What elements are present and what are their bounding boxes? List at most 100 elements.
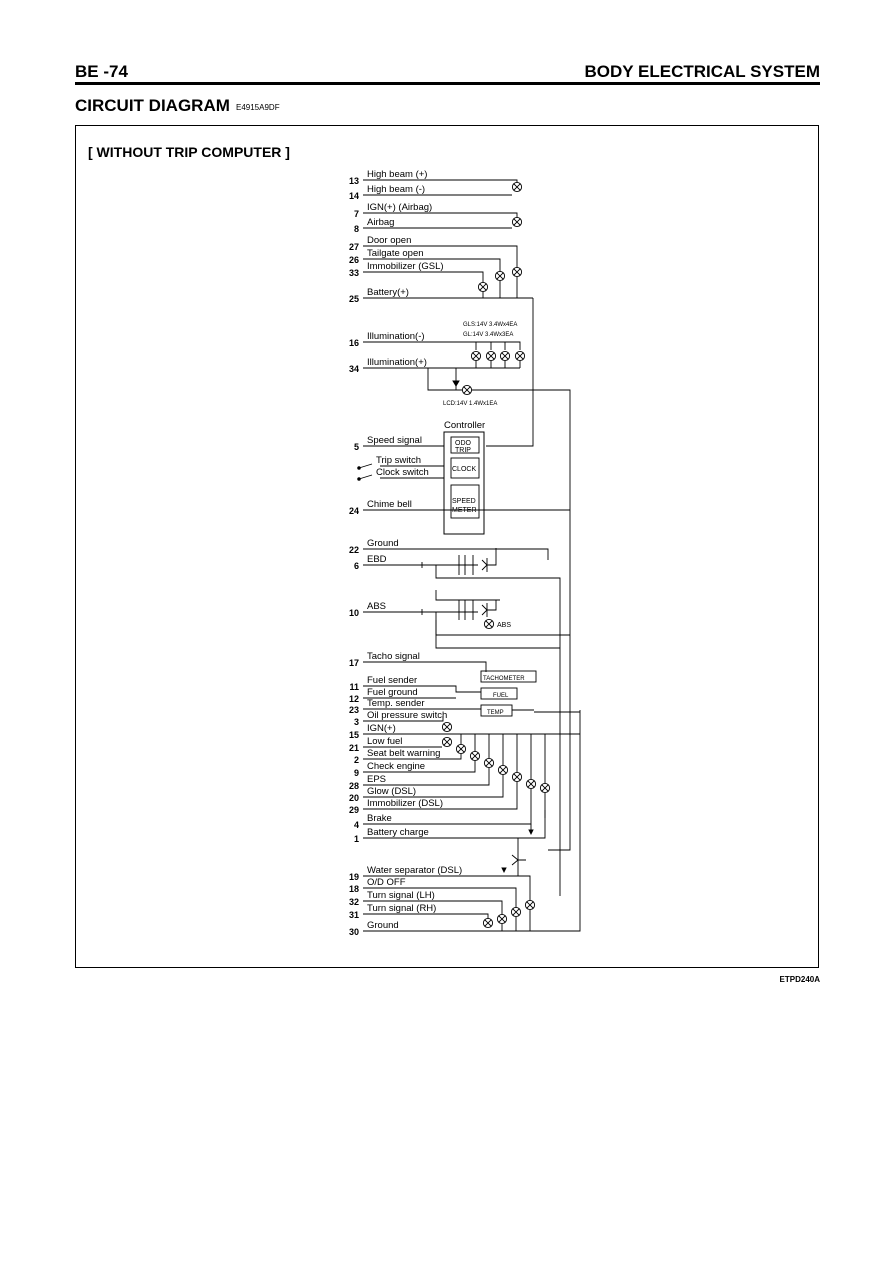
pin-label: Tacho signal	[367, 651, 420, 662]
pin-label: IGN(+)	[367, 723, 396, 734]
pin-number: 26	[349, 255, 359, 265]
ebd-abs-circuit	[363, 548, 497, 630]
document-code: E4915A9DF	[236, 103, 280, 112]
pin-label: Airbag	[367, 217, 394, 228]
pin-label: EPS	[367, 774, 386, 785]
pin-label: Clock switch	[376, 467, 429, 478]
pin-number: 19	[349, 872, 359, 882]
pin-number: 31	[349, 910, 359, 920]
pin-label: Ground	[367, 538, 399, 549]
pin-label: Immobilizer (DSL)	[367, 798, 443, 809]
pin-label: Water separator (DSL)	[367, 865, 462, 876]
pin-number: 17	[349, 658, 359, 668]
pin-label: Illumination(+)	[367, 357, 427, 368]
pin-number: 22	[349, 545, 359, 555]
pin-number: 5	[354, 442, 359, 452]
warning-lamps	[363, 721, 580, 839]
diagram-subtitle: [ WITHOUT TRIP COMPUTER ]	[88, 144, 290, 160]
pin-label: O/D OFF	[367, 877, 406, 888]
pin-number: 27	[349, 242, 359, 252]
pin-number: 1	[354, 834, 359, 844]
odo-label: ODO	[455, 440, 472, 447]
temp-gauge-label: TEMP	[487, 710, 504, 716]
pin-number: 32	[349, 897, 359, 907]
pin-number: 11	[349, 682, 359, 692]
pin-number: 13	[349, 176, 359, 186]
pin-label: Tailgate open	[367, 248, 424, 259]
pin-label: Battery charge	[367, 827, 429, 838]
meter-label: METER	[452, 507, 477, 514]
bulb-spec-gl: GL:14V 3.4Wx3EA	[463, 332, 513, 338]
pin-label: Turn signal (LH)	[367, 890, 435, 901]
pin-label: High beam (-)	[367, 184, 425, 195]
tachometer-label: TACHOMETER	[483, 676, 525, 682]
pin-label: Oil pressure switch	[367, 710, 447, 721]
pin-number: 10	[349, 608, 359, 618]
pin-label: Door open	[367, 235, 411, 246]
pin-label: Immobilizer (GSL)	[367, 261, 444, 272]
speed-label: SPEED	[452, 498, 476, 505]
diagram-frame	[75, 125, 819, 968]
pin-label: ABS	[367, 601, 386, 612]
pin-label: Temp. sender	[367, 698, 425, 709]
pin-label: Ground	[367, 920, 399, 931]
bottom-lamps	[363, 838, 536, 931]
pin-label: Chime bell	[367, 499, 412, 510]
pin-number: 24	[349, 506, 359, 516]
pin-label: Battery(+)	[367, 287, 409, 298]
pin-number: 16	[349, 338, 359, 348]
pin-label: Trip switch	[376, 455, 421, 466]
page-code: BE -74	[75, 62, 128, 81]
pin-number: 8	[354, 224, 359, 234]
lcd-spec: LCD:14V 1.4Wx1EA	[443, 401, 497, 407]
pin-label: Speed signal	[367, 435, 422, 446]
figure-code: ETPD240A	[779, 975, 820, 984]
pin-number: 14	[349, 191, 359, 201]
pin-number: 18	[349, 884, 359, 894]
pin-label: Illumination(-)	[367, 331, 425, 342]
fuel-gauge-label: FUEL	[493, 693, 509, 699]
bulb-spec-gls: GLS:14V 3.4Wx4EA	[463, 322, 517, 328]
pin-number: 9	[354, 768, 359, 778]
pin-label: IGN(+) (Airbag)	[367, 202, 432, 213]
illumination-lamps	[363, 341, 533, 396]
header-rule	[75, 82, 820, 85]
pin-label: High beam (+)	[367, 169, 427, 180]
pin-number: 33	[349, 268, 359, 278]
pin-number: 12	[349, 694, 359, 704]
pin-label: Brake	[367, 813, 392, 824]
lamp-group-top	[363, 179, 533, 299]
pin-number: 7	[354, 209, 359, 219]
gauge-block	[363, 661, 537, 722]
pin-label: Check engine	[367, 761, 425, 772]
pin-number: 2	[354, 755, 359, 765]
pin-number: 25	[349, 294, 359, 304]
pin-label: Low fuel	[367, 736, 402, 747]
pin-number: 30	[349, 927, 359, 937]
page-title: CIRCUIT DIAGRAM	[75, 96, 230, 115]
pin-number: 34	[349, 364, 359, 374]
controller-block	[357, 431, 485, 535]
clock-label: CLOCK	[452, 466, 476, 473]
pin-number: 4	[354, 820, 359, 830]
bus-lines	[363, 298, 581, 932]
pin-number: 29	[349, 805, 359, 815]
pin-label: Seat belt warning	[367, 748, 440, 759]
trip-label: TRIP	[455, 447, 471, 454]
section-title: BODY ELECTRICAL SYSTEM	[584, 62, 820, 81]
pin-number: 28	[349, 781, 359, 791]
controller-label: Controller	[444, 420, 485, 431]
abs-lamp-label: ABS	[497, 622, 511, 629]
pin-label: Fuel ground	[367, 687, 418, 698]
pin-number: 21	[349, 743, 359, 753]
pin-number: 23	[349, 705, 359, 715]
pin-number: 20	[349, 793, 359, 803]
pin-label: Turn signal (RH)	[367, 903, 436, 914]
pin-label: Glow (DSL)	[367, 786, 416, 797]
pin-number: 3	[354, 717, 359, 727]
pin-number: 6	[354, 561, 359, 571]
pin-number: 15	[349, 730, 359, 740]
pin-label: EBD	[367, 554, 387, 565]
pin-label: Fuel sender	[367, 675, 417, 686]
